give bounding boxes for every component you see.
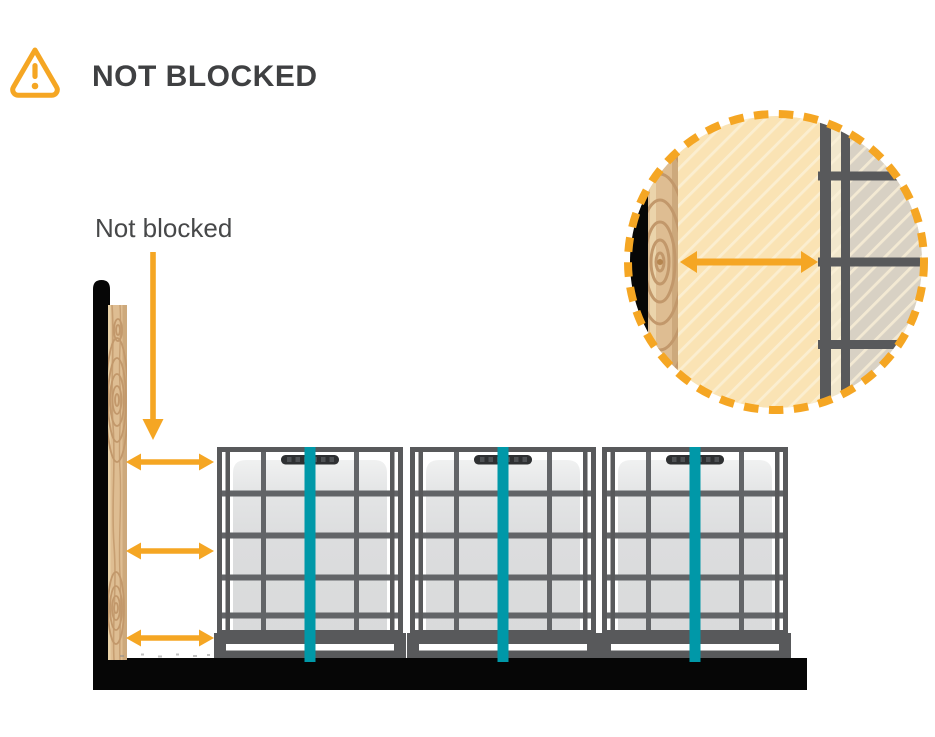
down-arrow-icon bbox=[142, 252, 164, 440]
ibc-tote-1 bbox=[214, 447, 406, 662]
gap-arrow-middle-icon bbox=[126, 542, 214, 560]
ibc-tote-3 bbox=[599, 447, 791, 662]
magnified-gap-inset bbox=[624, 110, 928, 414]
inset-gap-arrow-icon bbox=[680, 251, 818, 273]
page-title: NOT BLOCKED bbox=[92, 60, 318, 93]
trailer-floor bbox=[93, 658, 807, 690]
trailer-wall bbox=[93, 280, 110, 690]
header: NOT BLOCKED bbox=[0, 0, 935, 110]
ibc-tote-2 bbox=[407, 447, 599, 662]
inset-dashed-border bbox=[624, 110, 928, 414]
gap-label: Not blocked bbox=[95, 213, 233, 243]
gap-arrow-top-icon bbox=[126, 453, 214, 471]
warning-icon bbox=[10, 47, 60, 98]
floor-specks bbox=[120, 653, 210, 658]
wood-board bbox=[108, 305, 127, 660]
gap-arrow-bottom-icon bbox=[126, 629, 214, 647]
